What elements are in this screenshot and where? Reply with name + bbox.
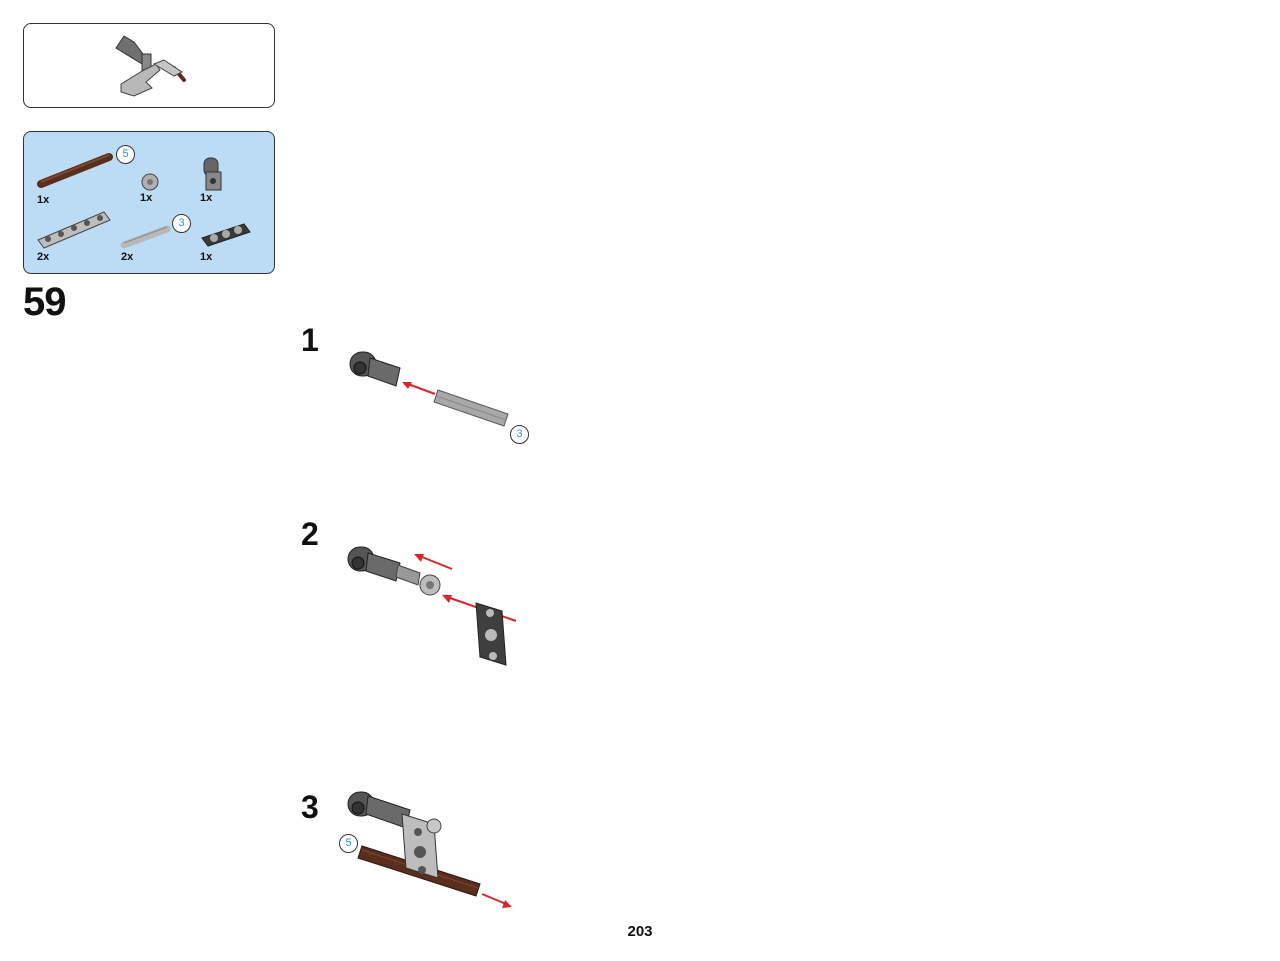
substep-2-illustration: [347, 546, 517, 666]
assembly-preview-image: [115, 35, 186, 97]
parts-illustrations: [37, 153, 251, 249]
qty-bush: 1x: [140, 192, 153, 204]
part-axle-grey: [120, 225, 171, 249]
axle-grey-3: [433, 389, 509, 427]
arrow-slide: [481, 893, 512, 908]
substep-3-number: 3: [301, 789, 319, 825]
substep-2-number: 2: [301, 516, 319, 552]
assembly-preview-box: [23, 23, 275, 108]
qty-axle-grey: 2x: [121, 251, 134, 263]
parts-list-box: 5 3 1x 1x 1x 2x 2x 1x: [23, 131, 275, 274]
axle-connector-angled: [349, 351, 401, 387]
assembled-connector: [347, 791, 442, 879]
part-axle-connector-angled: [203, 157, 222, 191]
callout-length-5: 5: [116, 145, 135, 164]
qty-axle-connector: 1x: [200, 192, 213, 204]
substep-3-callout: 5: [339, 834, 358, 853]
substep-1-illustration: [349, 351, 509, 427]
part-beam-5: [37, 211, 111, 249]
callout-length-3: 3: [172, 214, 191, 233]
arrow-insert: [402, 382, 436, 395]
substep-1-number: 1: [301, 322, 319, 358]
step-number: 59: [23, 280, 66, 324]
part-axle-brown: [37, 153, 113, 188]
part-beam-connector-3: [201, 223, 251, 247]
qty-beam-5: 2x: [37, 251, 50, 263]
qty-axle-brown: 1x: [37, 194, 50, 206]
bush: [419, 574, 441, 596]
page-number: 203: [627, 923, 653, 940]
axle-connector-with-axle: [347, 546, 421, 586]
arrow-bush: [414, 554, 453, 570]
substep-1-callout: 3: [510, 425, 529, 444]
beam-connector: [475, 602, 507, 666]
qty-beam-connector: 1x: [200, 251, 213, 263]
substep-3-illustration: [347, 791, 512, 908]
